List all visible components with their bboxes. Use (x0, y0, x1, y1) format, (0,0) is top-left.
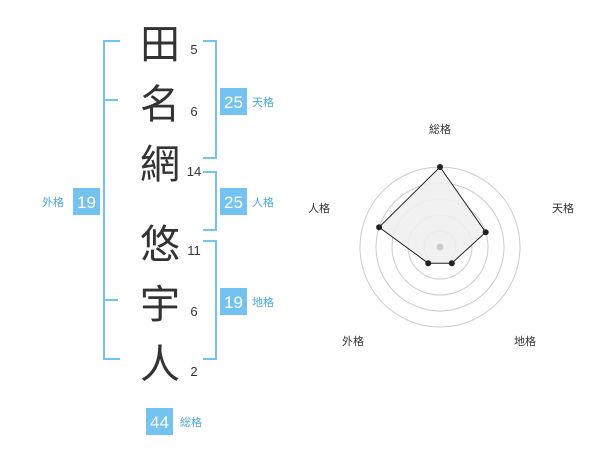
name-characters: 田 名 網 悠 宇 人 (140, 22, 180, 388)
stroke-count-6: 2 (190, 364, 197, 379)
stroke-count-4: 11 (187, 243, 201, 258)
stroke-count-3: 14 (187, 164, 201, 179)
radar-polygon (378, 166, 487, 264)
soukaku-score-value: 44 (150, 413, 169, 432)
name-char-5: 宇 (140, 282, 180, 328)
stroke-count-5: 6 (190, 304, 197, 319)
name-char-6: 人 (140, 342, 180, 388)
jinkaku-score: 25 人格 (220, 188, 274, 215)
name-char-4: 悠 (140, 222, 180, 268)
soukaku-score: 44 総格 (146, 408, 202, 435)
radar-point-5 (376, 224, 383, 231)
radar-label-jinkaku: 人格 (308, 201, 330, 215)
chikaku-bracket (203, 240, 217, 360)
radar-chart: 総格 天格 地格 外格 人格 (308, 122, 574, 348)
radar-axis-labels: 総格 天格 地格 外格 人格 (308, 122, 574, 348)
name-char-3: 網 (140, 142, 180, 188)
tenkaku-score-box (220, 88, 247, 115)
name-char-1: 田 (140, 22, 180, 68)
tenkaku-score-value: 25 (224, 93, 243, 112)
chikaku-score-box (220, 288, 247, 315)
gaikaku-score-label: 外格 (42, 195, 64, 209)
gaikaku-score-box (73, 188, 100, 215)
radar-points (376, 164, 489, 267)
jinkaku-score-box (220, 188, 247, 215)
tenkaku-score-label: 天格 (252, 95, 274, 109)
soukaku-score-box (146, 408, 173, 435)
jinkaku-score-value: 25 (224, 193, 243, 212)
stroke-count-2: 6 (190, 104, 197, 119)
name-char-2: 名 (140, 82, 180, 128)
chikaku-score-value: 19 (224, 293, 243, 312)
radar-label-chikaku: 地格 (514, 334, 536, 348)
chikaku-score-label: 地格 (252, 295, 274, 309)
radar-label-tenkaku: 天格 (552, 201, 574, 215)
radar-label-soukaku: 総格 (429, 122, 451, 136)
radar-label-gaikaku: 外格 (342, 334, 364, 348)
jinkaku-bracket (203, 171, 217, 231)
gaikaku-bracket (103, 40, 120, 360)
tenkaku-bracket (203, 40, 217, 159)
radar-center-dot (436, 243, 444, 251)
gaikaku-score: 外格 19 (42, 188, 100, 215)
radar-point-4 (425, 260, 432, 267)
soukaku-score-label: 総格 (180, 415, 202, 429)
radar-point-3 (448, 260, 455, 267)
stroke-counts: 5 6 14 11 6 2 (187, 42, 201, 379)
stroke-count-1: 5 (190, 42, 197, 57)
tenkaku-score: 25 天格 (220, 88, 274, 115)
jinkaku-score-label: 人格 (252, 195, 274, 209)
radar-point-2 (482, 229, 489, 236)
gaikaku-score-value: 19 (77, 193, 96, 212)
radar-point-1 (437, 164, 443, 170)
chikaku-score: 19 地格 (220, 288, 274, 315)
